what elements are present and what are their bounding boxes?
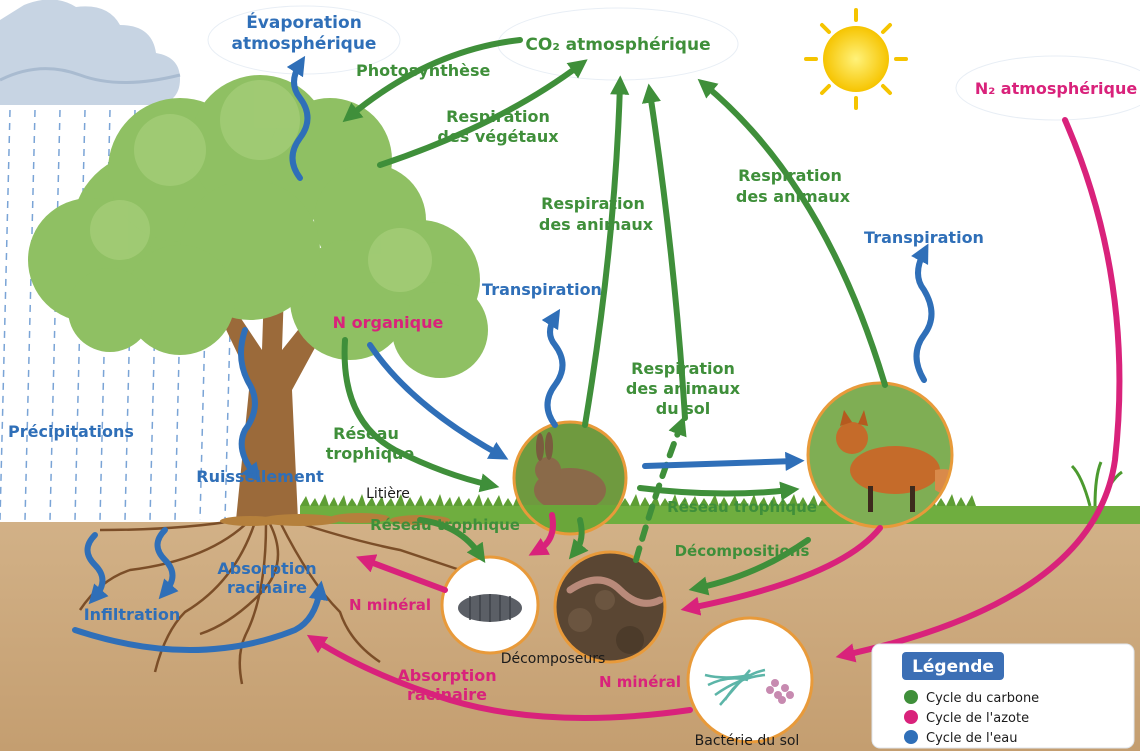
legend-title: Légende (912, 657, 994, 677)
label-resp-sol-line3: du sol (656, 399, 710, 418)
rain-cloud (0, 0, 180, 105)
label-transpiration-1: Transpiration (482, 280, 602, 299)
label-reseau-trophique-3: Réseau trophique (667, 498, 817, 516)
label-decomposeurs: Décomposeurs (501, 651, 606, 667)
label-n-mineral-1: N minéral (349, 596, 431, 614)
label-ruissellement: Ruissellement (196, 467, 324, 486)
legend: Légende Cycle du carbone Cycle de l'azot… (872, 644, 1134, 748)
label-resp-sol-line1: Respiration (631, 359, 735, 378)
legend-item-water: Cycle de l'eau (926, 731, 1017, 746)
label-reseau-trophique-2: Réseau trophique (370, 516, 520, 534)
label-co2: CO₂ atmosphérique (525, 35, 710, 55)
legend-item-carbon: Cycle du carbone (926, 691, 1039, 706)
legend-item-nitrogen: Cycle de l'azote (926, 711, 1029, 726)
label-resp-vegetaux-line1: Respiration (446, 107, 550, 126)
label-resp-vegetaux-line2: des végétaux (437, 127, 559, 146)
label-n2: N₂ atmosphérique (975, 79, 1138, 98)
label-reseau-trophique-1-line2: trophique (326, 444, 415, 463)
label-n-organique: N organique (333, 313, 444, 332)
label-decompositions: Décompositions (675, 542, 810, 560)
label-photosynthese: Photosynthèse (356, 61, 491, 80)
bacteria-photo (688, 618, 812, 742)
label-reseau-trophique-1-line1: Réseau (333, 424, 399, 443)
legend-water-swatch (904, 730, 918, 744)
label-absorption-2-line1: Absorption (397, 666, 496, 685)
label-litiere: Litière (366, 486, 410, 502)
label-evaporation-line1: Évaporation (246, 11, 362, 33)
label-infiltration: Infiltration (84, 605, 181, 624)
label-resp-animaux-2-line1: Respiration (738, 166, 842, 185)
legend-carbon-swatch (904, 690, 918, 704)
label-resp-animaux-1-line1: Respiration (541, 194, 645, 213)
label-absorption-1-line1: Absorption (217, 559, 316, 578)
label-evaporation-line2: atmosphérique (232, 34, 377, 54)
woodlouse-photo (442, 557, 538, 653)
label-resp-animaux-2-line2: des animaux (736, 187, 851, 206)
label-resp-sol-line2: des animaux (626, 379, 741, 398)
label-precipitations: Précipitations (8, 422, 134, 441)
legend-nitrogen-swatch (904, 710, 918, 724)
sun-icon (806, 10, 906, 108)
label-absorption-1-line2: racinaire (227, 578, 307, 597)
label-resp-animaux-1-line2: des animaux (539, 215, 654, 234)
label-absorption-2-line2: racinaire (407, 685, 487, 704)
label-transpiration-2: Transpiration (864, 228, 984, 247)
label-bacterie: Bactérie du sol (695, 733, 800, 749)
label-n-mineral-2: N minéral (599, 673, 681, 691)
